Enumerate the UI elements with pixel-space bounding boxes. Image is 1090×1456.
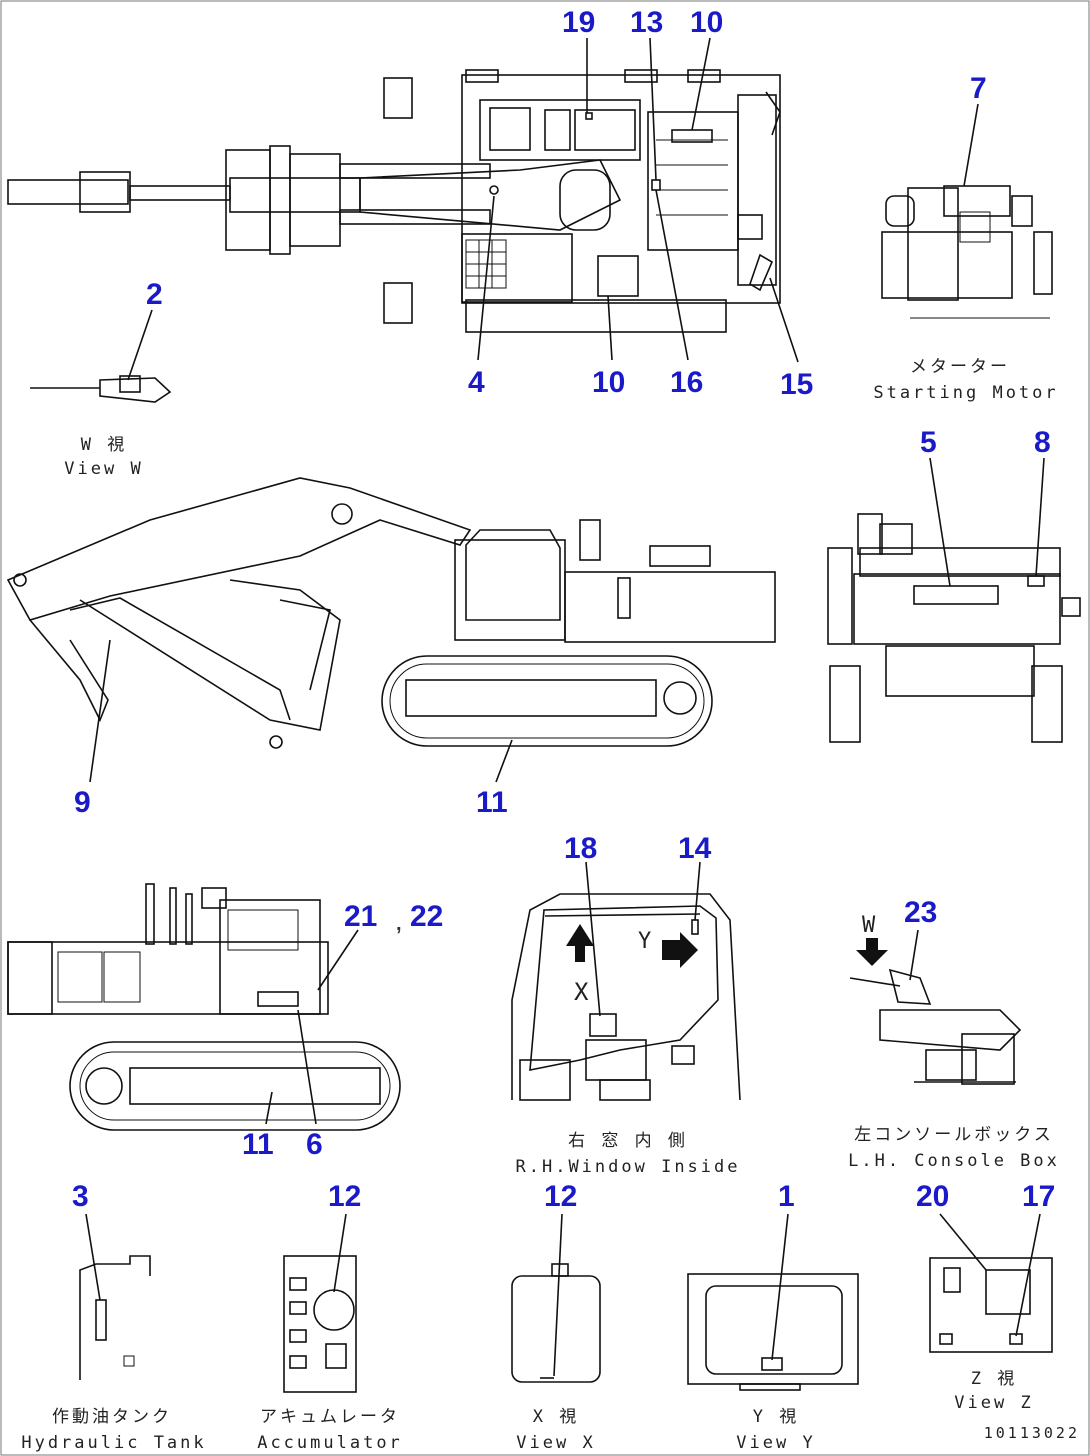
view-z-caption-jp: Z 視 <box>971 1369 1017 1389</box>
callout-4: 4 <box>468 366 485 399</box>
callouts: 19 13 10 7 2 4 10 16 15 5 8 9 11 18 14 2… <box>72 6 1055 1213</box>
callout-12: 12 <box>328 1180 361 1213</box>
callout-9: 9 <box>74 786 91 819</box>
hydraulic-tank-view <box>79 1255 151 1380</box>
callout-23: 23 <box>904 896 937 929</box>
console-box-caption: L.H. Console Box <box>848 1151 1060 1171</box>
hydraulic-tank-caption: Hydraulic Tank <box>21 1433 206 1453</box>
window-inside-view: X Y <box>511 893 741 1101</box>
callout-16: 16 <box>670 366 703 399</box>
starting-motor-view <box>881 185 1053 319</box>
callout-14: 14 <box>678 832 712 865</box>
window-inside-caption-jp: 右 窓 内 側 <box>568 1131 688 1151</box>
callout-12: 12 <box>544 1180 577 1213</box>
drawing-number: 10113022 <box>984 1424 1080 1442</box>
view-w-caption-jp: W 視 <box>81 435 127 455</box>
hydraulic-tank-caption-jp: 作動油タンク <box>52 1407 172 1427</box>
console-box-view: W <box>849 913 1022 1085</box>
accumulator-caption: Accumulator <box>257 1433 403 1453</box>
starting-motor-caption: Starting Motor <box>873 383 1058 403</box>
callout-13: 13 <box>630 6 663 39</box>
callout-2: 2 <box>146 278 163 311</box>
view-y <box>687 1273 859 1391</box>
callout-20: 20 <box>916 1180 949 1213</box>
view-x-marker: X <box>574 978 591 1006</box>
view-y-marker: Y <box>638 929 654 954</box>
callout-3: 3 <box>72 1180 89 1213</box>
top-plan-view <box>7 69 781 333</box>
callout-6: 6 <box>306 1128 323 1161</box>
starting-motor-caption-jp: メターター <box>910 357 1010 377</box>
view-x-caption-jp: X 視 <box>533 1407 579 1427</box>
view-z-caption: View Z <box>954 1393 1033 1413</box>
callout-17: 17 <box>1022 1180 1055 1213</box>
captions: メターター Starting Motor W 視 View W 右 窓 内 側 … <box>21 357 1080 1453</box>
callout-10: 10 <box>690 6 723 39</box>
view-x-caption: View X <box>516 1433 595 1453</box>
view-w-caption: View W <box>64 459 143 479</box>
view-w-marker: W <box>862 913 878 938</box>
callout-21: 21 <box>344 900 377 933</box>
view-y-caption-jp: Y 視 <box>753 1407 799 1427</box>
leader-lines <box>85 37 1045 1377</box>
accumulator-caption-jp: アキュムレータ <box>260 1407 400 1427</box>
callout-11: 11 <box>476 786 508 819</box>
rear-view <box>827 513 1081 743</box>
callout-separator: , <box>396 913 402 935</box>
callout-1: 1 <box>778 1180 795 1213</box>
callout-10: 10 <box>592 366 625 399</box>
console-box-caption-jp: 左コンソールボックス <box>854 1125 1054 1145</box>
callout-7: 7 <box>970 72 987 105</box>
callout-11: 11 <box>242 1128 274 1161</box>
callout-22: 22 <box>410 900 443 933</box>
callout-8: 8 <box>1034 426 1051 459</box>
callout-15: 15 <box>780 368 813 401</box>
side-view-left <box>7 883 401 1131</box>
window-inside-caption: R.H.Window Inside <box>516 1157 741 1177</box>
callout-5: 5 <box>920 426 937 459</box>
callout-19: 19 <box>562 6 595 39</box>
view-y-caption: View Y <box>736 1433 815 1453</box>
callout-18: 18 <box>564 832 597 865</box>
side-view-excavator <box>6 477 776 749</box>
